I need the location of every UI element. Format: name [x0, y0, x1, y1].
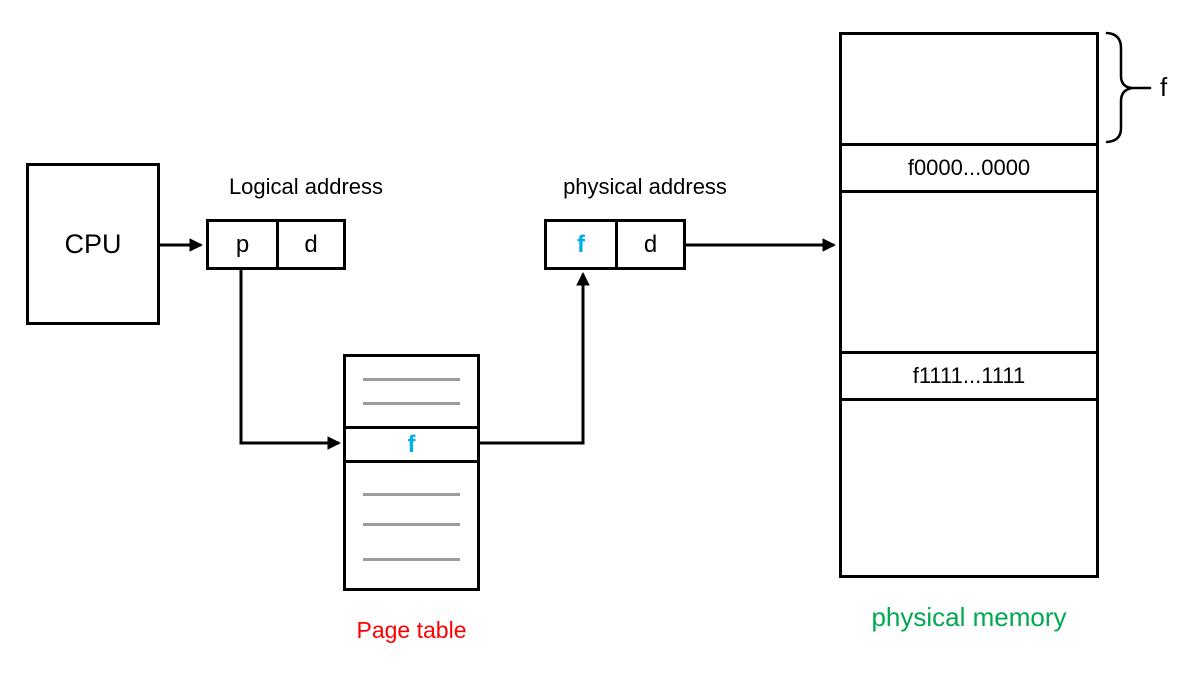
- frame-brace: [1105, 31, 1152, 144]
- physical-frame-number-cell: f: [547, 222, 618, 267]
- physical-memory-label: physical memory: [871, 602, 1067, 632]
- logical-address-label: Logical address: [228, 174, 384, 199]
- memory-frame-top: [842, 35, 1096, 143]
- page-table-placeholder-line: [363, 402, 460, 405]
- page-table-label: Page table: [356, 617, 467, 643]
- page-table-frame-entry: f: [346, 426, 477, 463]
- physical-memory-box: f0000...0000 f1111...1111: [839, 32, 1099, 578]
- logical-offset-cell: d: [304, 230, 318, 258]
- page-table-placeholder-line: [363, 523, 460, 526]
- page-number-to-table-arrow: [239, 270, 342, 450]
- frame-brace-label: f: [1160, 72, 1168, 102]
- cpu-label: CPU: [64, 228, 122, 259]
- cpu-box: CPU: [26, 163, 160, 325]
- physical-address-label: physical address: [563, 174, 727, 199]
- table-entry-to-physical-arrow: [480, 271, 590, 445]
- physical-address-box: f d: [544, 219, 686, 270]
- page-table-placeholder-line: [363, 558, 460, 561]
- memory-frame-bottom: [842, 398, 1096, 575]
- memory-frame-middle: [842, 190, 1096, 351]
- logical-page-number-cell: p: [209, 222, 279, 267]
- logical-address-box: p d: [206, 219, 346, 270]
- page-table-box: f: [343, 354, 480, 591]
- memory-frame-start-row: f0000...0000: [842, 143, 1096, 190]
- page-table-placeholder-line: [363, 493, 460, 496]
- page-table-placeholder-line: [363, 378, 460, 381]
- physical-offset-cell: d: [643, 230, 658, 258]
- memory-frame-end-row: f1111...1111: [842, 351, 1096, 398]
